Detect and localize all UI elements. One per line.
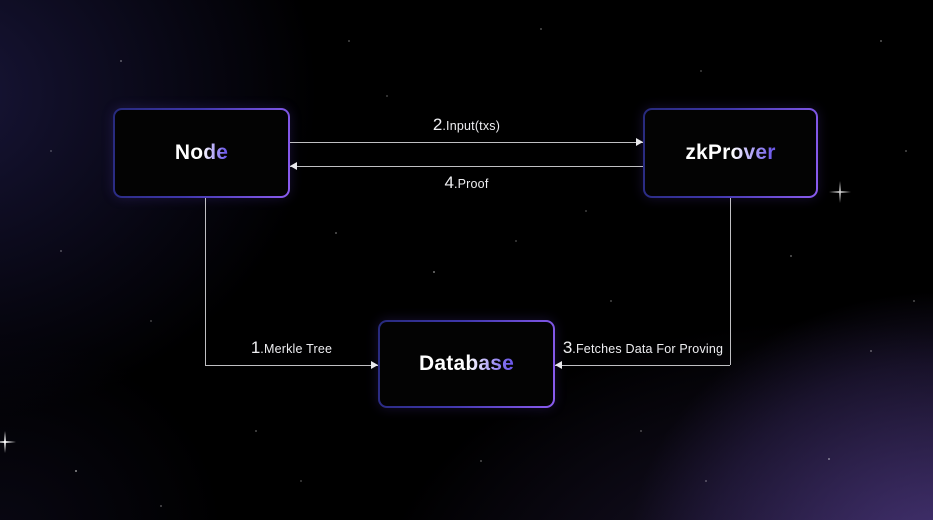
edge-fetch-arrowhead-icon (555, 361, 562, 369)
edge-proof-arrowhead-icon (290, 162, 297, 170)
starfield-decoration (0, 0, 2, 2)
zkprover-box: zkProver (643, 108, 818, 198)
edge-fetch-label: 3.Fetches Data For Proving (543, 338, 743, 358)
edge-input-label: 2.Input(txs) (290, 115, 643, 135)
sparkle-star-icon (0, 431, 16, 453)
edge-merkle-number: 1 (250, 338, 261, 357)
edge-merkle-text: .Merkle Tree (260, 342, 333, 356)
edge-merkle-arrowhead-icon (371, 361, 378, 369)
edge-fetch-text: .Fetches Data For Proving (572, 342, 724, 356)
edge-merkle-line-horizontal (205, 365, 378, 366)
edge-input-number: 2 (432, 115, 443, 134)
edge-merkle-label: 1.Merkle Tree (205, 338, 378, 358)
node-box: Node (113, 108, 290, 198)
database-box: Database (378, 320, 555, 408)
node-box-label: Node (174, 141, 229, 164)
edge-merkle-line-vertical (205, 198, 206, 365)
database-box-inner: Database (380, 322, 553, 406)
edge-input-line (290, 142, 643, 143)
zkprover-box-inner: zkProver (645, 110, 816, 196)
edge-fetch-line-horizontal (555, 365, 730, 366)
edge-proof-label: 4.Proof (290, 173, 643, 193)
node-box-inner: Node (115, 110, 288, 196)
edge-proof-line (290, 166, 643, 167)
edge-proof-number: 4 (444, 173, 454, 192)
edge-input-arrowhead-icon (636, 138, 643, 146)
edge-proof-text: .Proof (453, 177, 489, 191)
edge-fetch-line-vertical (730, 198, 731, 365)
zkprover-box-label: zkProver (685, 141, 776, 164)
sparkle-star-icon (829, 181, 851, 203)
edge-fetch-number: 3 (562, 338, 573, 357)
edge-input-text: .Input(txs) (442, 119, 501, 133)
database-box-label: Database (419, 352, 514, 375)
